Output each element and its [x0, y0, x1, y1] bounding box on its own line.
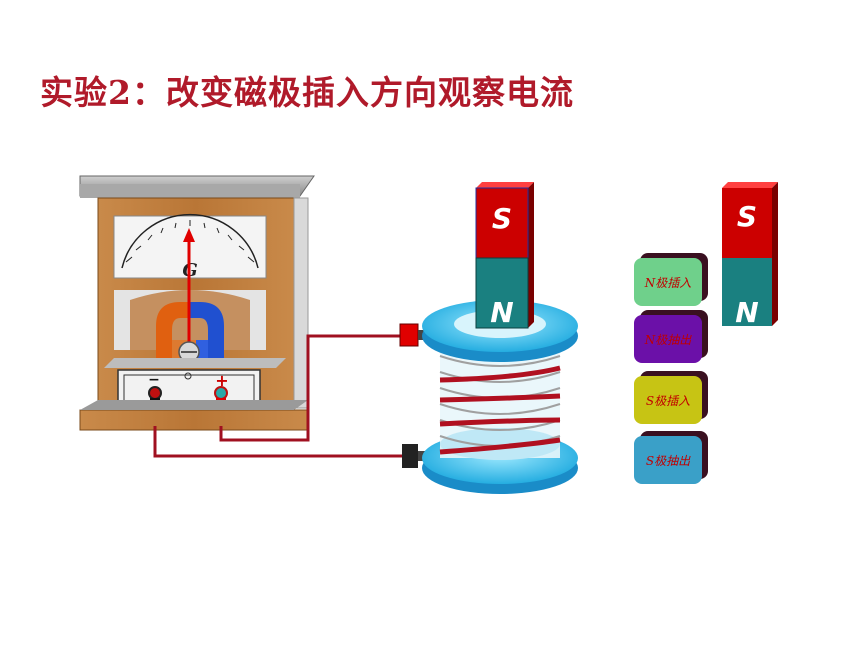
bar-magnet-in-coil: S N	[475, 182, 534, 329]
s-pole-insert-button[interactable]: S极插入	[634, 376, 702, 424]
top-plank-front	[80, 184, 300, 198]
winding-4	[439, 437, 561, 455]
bar-magnet-reference: S N	[722, 182, 778, 329]
n-pole-withdraw-button[interactable]: N极抽出	[634, 315, 702, 363]
galvanometer: G − +	[79, 175, 315, 431]
connector-top	[399, 323, 419, 347]
page-title: 实验2：改变磁极插入方向观察电流	[40, 73, 574, 112]
winding-3	[439, 417, 561, 427]
dial-scale	[121, 213, 259, 269]
minus-label: −	[148, 372, 160, 388]
zero-adjust	[184, 372, 192, 380]
s-pole-withdraw-button[interactable]: S极抽出	[634, 436, 702, 484]
magnet-pole-bottom: N	[490, 296, 513, 329]
terminal-negative	[148, 386, 162, 400]
winding-1	[439, 365, 561, 383]
winding-2	[439, 393, 561, 403]
plus-label: +	[215, 371, 228, 390]
connector-bottom	[402, 444, 418, 468]
solenoid-coil	[422, 300, 578, 494]
needle-tip	[183, 228, 195, 242]
wire-negative	[153, 426, 402, 458]
magnet-pole-top: S	[492, 202, 512, 235]
u-magnet-right	[190, 302, 224, 362]
magnet-pole-top: S	[737, 200, 757, 233]
circuit-wires	[153, 334, 402, 458]
wire-positive	[219, 334, 402, 442]
terminal-positive	[214, 386, 228, 400]
side-panel	[293, 197, 309, 409]
base-plank	[79, 409, 309, 431]
n-pole-insert-button[interactable]: N极插入	[634, 258, 702, 306]
u-magnet-left	[156, 302, 190, 362]
dial-ticks	[125, 220, 255, 263]
magnet-pole-bottom: N	[735, 296, 758, 329]
